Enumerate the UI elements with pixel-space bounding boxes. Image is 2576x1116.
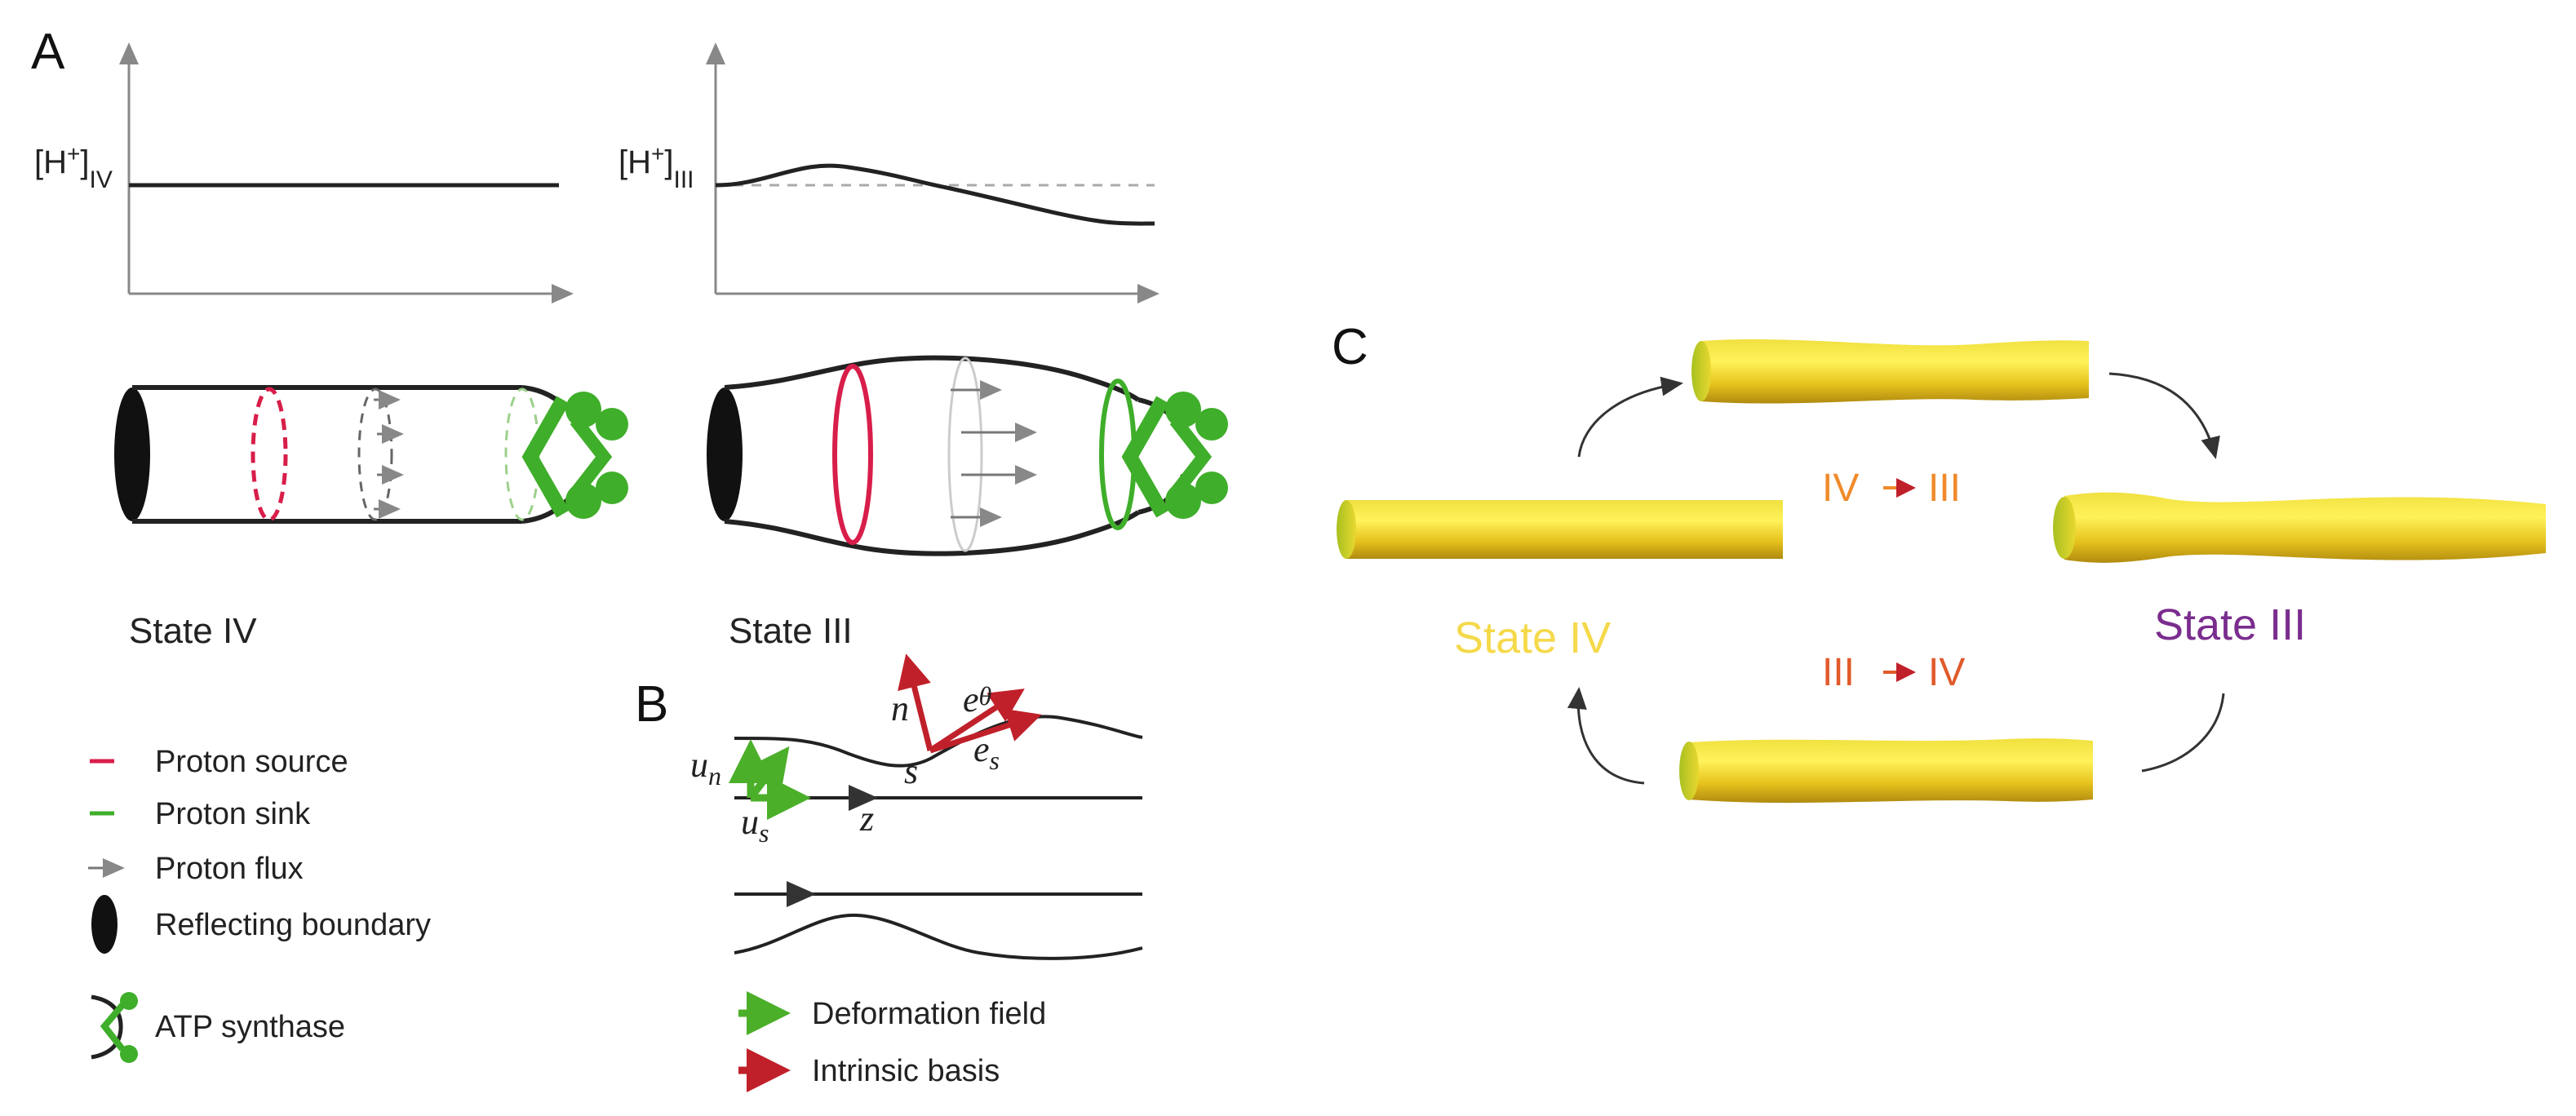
arrow-iii-to-bottom [2141,693,2225,773]
tube-iii [707,355,1228,556]
arrow-top-to-iii [2108,372,2220,459]
legend-reflecting-boundary: Reflecting boundary [155,908,431,942]
tube-state-iv [1337,500,1783,559]
reflecting-boundary-iii [707,388,743,521]
transition-iv-to-iii: IV III [1822,467,1961,510]
flux-ring-iv [357,388,393,521]
svg-text:IV: IV [1928,651,1965,694]
tube-top [1691,339,2089,404]
legend-deformation-field: Deformation field [812,997,1046,1031]
transition-iii-to-iv: III IV [1822,651,1965,694]
legend-proton-sink: Proton sink [155,797,311,831]
legend-reflecting-boundary-swatch [91,895,117,954]
plot-iv-ylabel: [H+]IV [34,141,113,193]
proton-source-iv [251,387,288,522]
tube-state-iii [2053,492,2546,563]
legend: Proton source Proton sink Proton flux Re… [88,745,431,1063]
deformed-profile [734,913,1143,960]
panel-label-a: A [31,24,65,80]
tube-bottom [1679,738,2093,804]
atp-synthase-iv-icon [521,392,628,519]
arrow-iv-to-top [1577,376,1683,458]
label-z: z [859,799,874,839]
state-iv-c-label: State IV [1454,613,1611,662]
state-iii-label: State III [729,611,853,651]
flux-ring-iii [947,356,983,552]
plot-iv: [H+]IV [34,42,574,303]
panel-b-geometry: n eθ es s un us z Deformation field Intr… [690,653,1143,1092]
reflecting-boundary-iv [114,388,150,521]
label-u-s: us [741,802,769,848]
legend-atp-synthase-icon [91,992,138,1063]
label-e-s: es [973,729,1000,775]
legend-atp-synthase: ATP synthase [155,1010,345,1044]
e-theta-arrow [929,689,1025,753]
n-arrow [898,653,933,751]
plot-iii-ylabel: [H+]III [619,141,694,193]
label-n: n [891,689,909,728]
proton-source-iii [832,364,873,545]
svg-text:III: III [1928,467,1961,510]
tube-iv [114,385,628,524]
svg-text:IV: IV [1822,467,1859,510]
label-s: s [904,751,918,791]
label-u-n: un [690,745,721,790]
svg-text:III: III [1822,651,1855,694]
deformed-surface [734,715,1143,768]
panel-label-b: B [635,676,668,733]
label-e-theta: eθ [963,680,991,720]
atp-synthase-iii-icon [1121,392,1228,519]
plot-iii: [H+]III [619,42,1159,303]
legend-proton-source: Proton source [155,745,348,779]
e-s-arrow [929,708,1042,754]
panel-label-c: C [1332,319,1368,375]
u-resultant-arrow [745,746,790,800]
state-iii-c-label: State III [2154,600,2306,649]
state-iv-label: State IV [129,611,257,651]
legend-intrinsic-basis: Intrinsic basis [812,1054,1000,1088]
legend-proton-flux: Proton flux [155,852,304,886]
plot-iii-curve [715,163,1155,226]
arrow-bottom-to-iv [1567,687,1645,785]
